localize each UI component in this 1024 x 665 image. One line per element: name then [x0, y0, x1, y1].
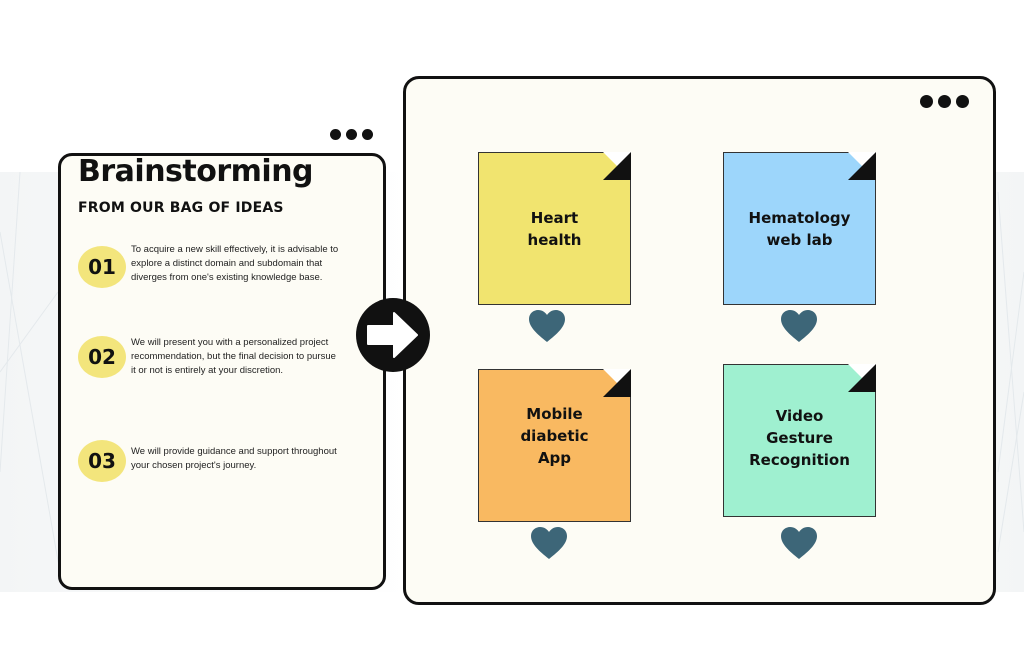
project-label-line: Video [775, 407, 824, 425]
project-label: Hematology web lab [724, 207, 875, 251]
more-dots-icon[interactable] [330, 129, 373, 140]
project-label-line: Mobile [526, 405, 583, 423]
heart-icon[interactable] [780, 309, 818, 343]
page-subtitle: FROM OUR BAG OF IDEAS [78, 200, 284, 216]
project-label-line: web lab [766, 231, 833, 249]
step-text: We will provide guidance and support thr… [131, 446, 337, 471]
project-note-video-gesture[interactable]: Video Gesture Recognition [723, 364, 876, 517]
arrow-right-icon[interactable] [354, 296, 432, 374]
step-text: We will present you with a personalized … [131, 337, 336, 376]
heart-icon[interactable] [530, 526, 568, 560]
step-number-badge: 02 [78, 336, 126, 378]
step-number-badge: 01 [78, 246, 126, 288]
note-fold-corner [603, 152, 631, 180]
project-label: Heart health [479, 207, 630, 251]
project-label-line: Hematology [748, 209, 851, 227]
project-note-heart-health[interactable]: Heart health [478, 152, 631, 305]
note-fold-corner [848, 364, 876, 392]
project-label-line: health [527, 231, 582, 249]
heart-icon[interactable] [528, 309, 566, 343]
project-note-hematology[interactable]: Hematology web lab [723, 152, 876, 305]
heart-icon[interactable] [780, 526, 818, 560]
background-lines [0, 172, 1024, 573]
project-label-line: Recognition [749, 451, 850, 469]
project-label-line: Heart [530, 209, 579, 227]
project-note-mobile-diabetic[interactable]: Mobile diabetic App [478, 369, 631, 522]
project-label-line: App [537, 449, 572, 467]
note-fold-corner [848, 152, 876, 180]
step-text: To acquire a new skill effectively, it i… [131, 244, 339, 283]
project-label-line: Gesture [766, 429, 833, 447]
note-fold-corner [603, 369, 631, 397]
page-title: Brainstorming [78, 154, 314, 189]
more-dots-icon[interactable] [920, 95, 969, 108]
project-label: Mobile diabetic App [479, 403, 630, 469]
project-label-line: diabetic [520, 427, 589, 445]
project-label: Video Gesture Recognition [724, 405, 875, 471]
step-number-badge: 03 [78, 440, 126, 482]
